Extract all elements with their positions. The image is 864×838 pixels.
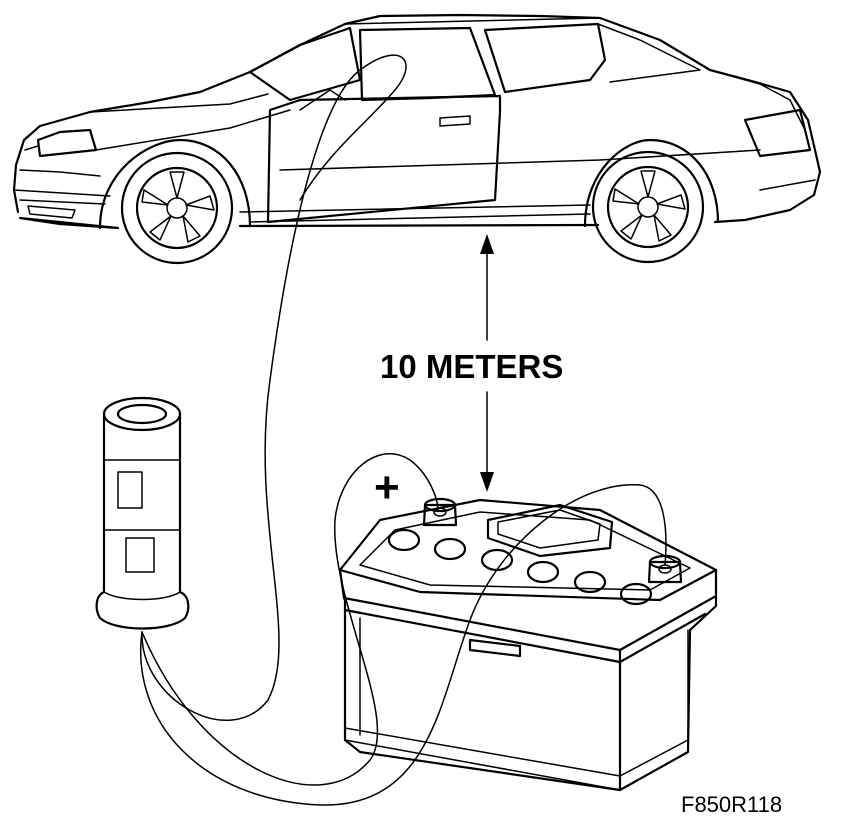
- headlight: [36, 128, 98, 158]
- arrow-up-icon: [480, 234, 494, 254]
- positive-sign: +: [374, 463, 400, 512]
- battery: +: [338, 463, 718, 792]
- distance-indicator: 10 METERS: [380, 234, 563, 492]
- front-wheel: [98, 138, 252, 265]
- cable-negative: [140, 484, 667, 806]
- battery-top: [338, 498, 718, 602]
- rear-wheel: [583, 138, 720, 264]
- battery-front-face: [338, 568, 718, 792]
- cable-positive: [141, 453, 439, 786]
- windshield: [248, 26, 362, 102]
- tail-light: [743, 108, 812, 158]
- side-mirror: [299, 89, 346, 111]
- fog-light: [27, 205, 76, 219]
- charger-unit: [95, 396, 190, 630]
- door-handle: [439, 115, 471, 127]
- cables: [140, 54, 667, 806]
- cable-charger-to-car: [141, 54, 407, 721]
- arrow-down-icon: [480, 472, 494, 492]
- figure-code: F850R118: [681, 792, 782, 817]
- distance-label: 10 METERS: [380, 348, 563, 385]
- negative-terminal: [647, 554, 683, 584]
- positive-terminal: [422, 497, 458, 527]
- car-body-outline: [12, 13, 822, 230]
- door-outline: [266, 94, 502, 224]
- front-side-window: [358, 26, 497, 102]
- car-illustration: [12, 13, 822, 265]
- battery-handle: [468, 638, 522, 658]
- cell-caps: [387, 528, 653, 606]
- rear-side-window: [483, 22, 607, 94]
